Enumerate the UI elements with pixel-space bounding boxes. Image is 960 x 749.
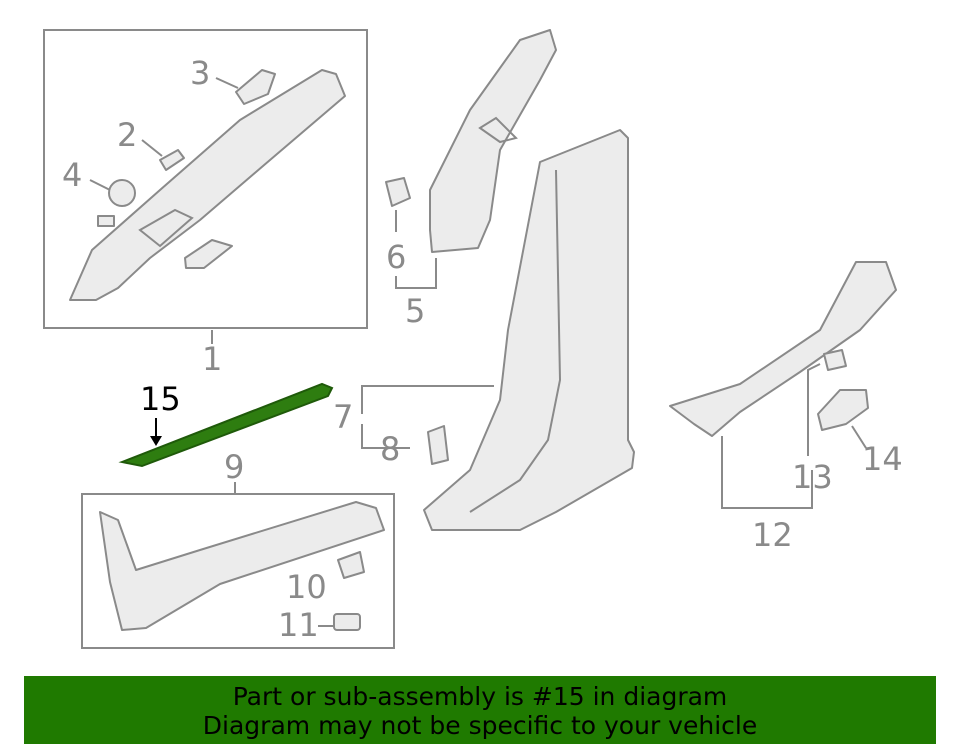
speaker-connector xyxy=(97,215,115,227)
callout-8: 8 xyxy=(380,430,400,468)
rear-sill-trim[interactable] xyxy=(669,261,897,437)
lower-b-pillar-trim[interactable] xyxy=(423,129,635,531)
front-sill-trim[interactable] xyxy=(99,501,385,631)
group-box-9 xyxy=(81,493,395,649)
leader-3 xyxy=(215,77,239,89)
leader-2 xyxy=(141,139,163,157)
callout-2: 2 xyxy=(117,116,137,154)
highlighted-part-15[interactable] xyxy=(118,382,334,468)
bracket-part-14[interactable] xyxy=(817,389,869,431)
lower-b-pillar-edge xyxy=(469,169,562,513)
callout-10: 10 xyxy=(286,568,327,606)
upper-b-pillar-slot xyxy=(478,116,518,144)
clip-part-13[interactable] xyxy=(823,349,847,371)
leader-5 xyxy=(395,258,437,289)
callout-15: 15 xyxy=(140,380,181,418)
callout-13: 13 xyxy=(792,458,833,496)
leader-13 xyxy=(807,363,821,456)
callout-11: 11 xyxy=(278,606,319,644)
disclaimer-banner: Part or sub-assembly is #15 in diagram D… xyxy=(24,676,936,744)
upper-b-pillar-trim[interactable] xyxy=(429,29,557,253)
callout-4: 4 xyxy=(62,156,82,194)
leader-15-arrow xyxy=(150,436,162,446)
clip-part-2[interactable] xyxy=(159,149,185,171)
group-box-1 xyxy=(43,29,368,329)
leader-14 xyxy=(851,425,867,449)
clip-part-3[interactable] xyxy=(235,69,276,105)
clip-part-11[interactable] xyxy=(333,613,361,631)
banner-line-2: Diagram may not be specific to your vehi… xyxy=(202,711,758,740)
a-pillar-grille xyxy=(184,239,233,269)
callout-9: 9 xyxy=(224,448,244,486)
callout-7: 7 xyxy=(333,398,353,436)
leader-7 xyxy=(361,385,494,449)
callout-14: 14 xyxy=(862,440,903,478)
banner-line-1: Part or sub-assembly is #15 in diagram xyxy=(232,682,728,711)
callout-3: 3 xyxy=(190,54,210,92)
a-pillar-speaker-recess xyxy=(138,208,194,248)
clip-part-8[interactable] xyxy=(427,425,449,465)
a-pillar-trim[interactable] xyxy=(69,69,346,301)
callout-12: 12 xyxy=(752,516,793,554)
speaker-part-4[interactable] xyxy=(108,179,136,207)
leader-4 xyxy=(89,179,111,191)
clip-part-6[interactable] xyxy=(385,177,411,207)
leader-12 xyxy=(721,436,813,509)
callout-6: 6 xyxy=(386,238,406,276)
clip-part-10[interactable] xyxy=(337,551,365,579)
callout-1: 1 xyxy=(202,340,222,378)
callout-5: 5 xyxy=(405,292,425,330)
